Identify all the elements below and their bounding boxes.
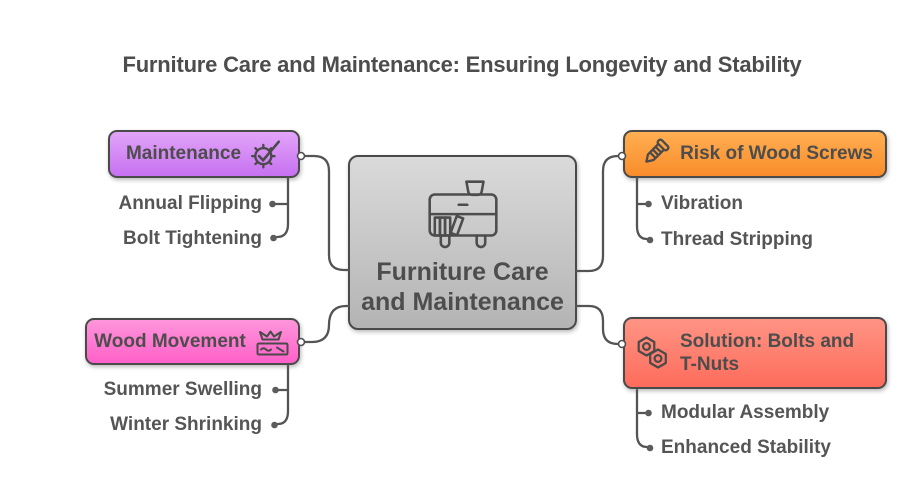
edge-risk-children	[635, 176, 649, 241]
edge-maintenance-children	[274, 176, 290, 239]
edge-solution-children	[635, 388, 649, 449]
branch-label-maintenance: Maintenance	[125, 143, 242, 164]
child-label-winter-shrinking: Winter Shrinking	[110, 414, 262, 435]
furniture-cabinet-icon	[427, 179, 498, 248]
edge-wood-center	[299, 304, 351, 344]
wood-plank-icon	[256, 330, 289, 355]
center-node-furniture-care: Furniture Care and Maintenance	[348, 155, 577, 330]
edge-maintenance-center	[299, 154, 351, 272]
branch-node-maintenance: Maintenance	[108, 130, 300, 178]
child-label-thread-stripping: Thread Stripping	[661, 229, 813, 250]
edge-wood-children	[276, 363, 290, 426]
screw-icon	[645, 138, 670, 163]
diagram-title: Furniture Care and Maintenance: Ensuring…	[122, 52, 802, 77]
child-label-modular-assembly: Modular Assembly	[661, 402, 830, 423]
branch-label-risk: Risk of Wood Screws	[680, 143, 873, 164]
branch-node-wood-movement: Wood Movement	[85, 318, 300, 365]
hex-nuts-icon	[637, 336, 667, 369]
center-node-label: Furniture Care and Maintenance	[361, 257, 564, 316]
child-label-enhanced-stability: Enhanced Stability	[661, 437, 831, 458]
child-label-vibration: Vibration	[661, 193, 743, 214]
edge-center-risk	[574, 154, 623, 273]
child-label-bolt-tightening: Bolt Tightening	[123, 228, 262, 249]
edge-center-solution	[574, 304, 623, 346]
child-label-summer-swelling: Summer Swelling	[103, 379, 262, 400]
branch-node-risk-of-wood-screws: Risk of Wood Screws	[623, 130, 887, 178]
branch-label-solution: Solution: Bolts and T-Nuts	[680, 331, 855, 375]
branch-label-wood: Wood Movement	[94, 330, 246, 352]
gear-check-icon	[251, 140, 281, 169]
branch-node-solution-bolts-tnuts: Solution: Bolts and T-Nuts	[623, 317, 887, 389]
child-label-annual-flipping: Annual Flipping	[118, 193, 262, 214]
